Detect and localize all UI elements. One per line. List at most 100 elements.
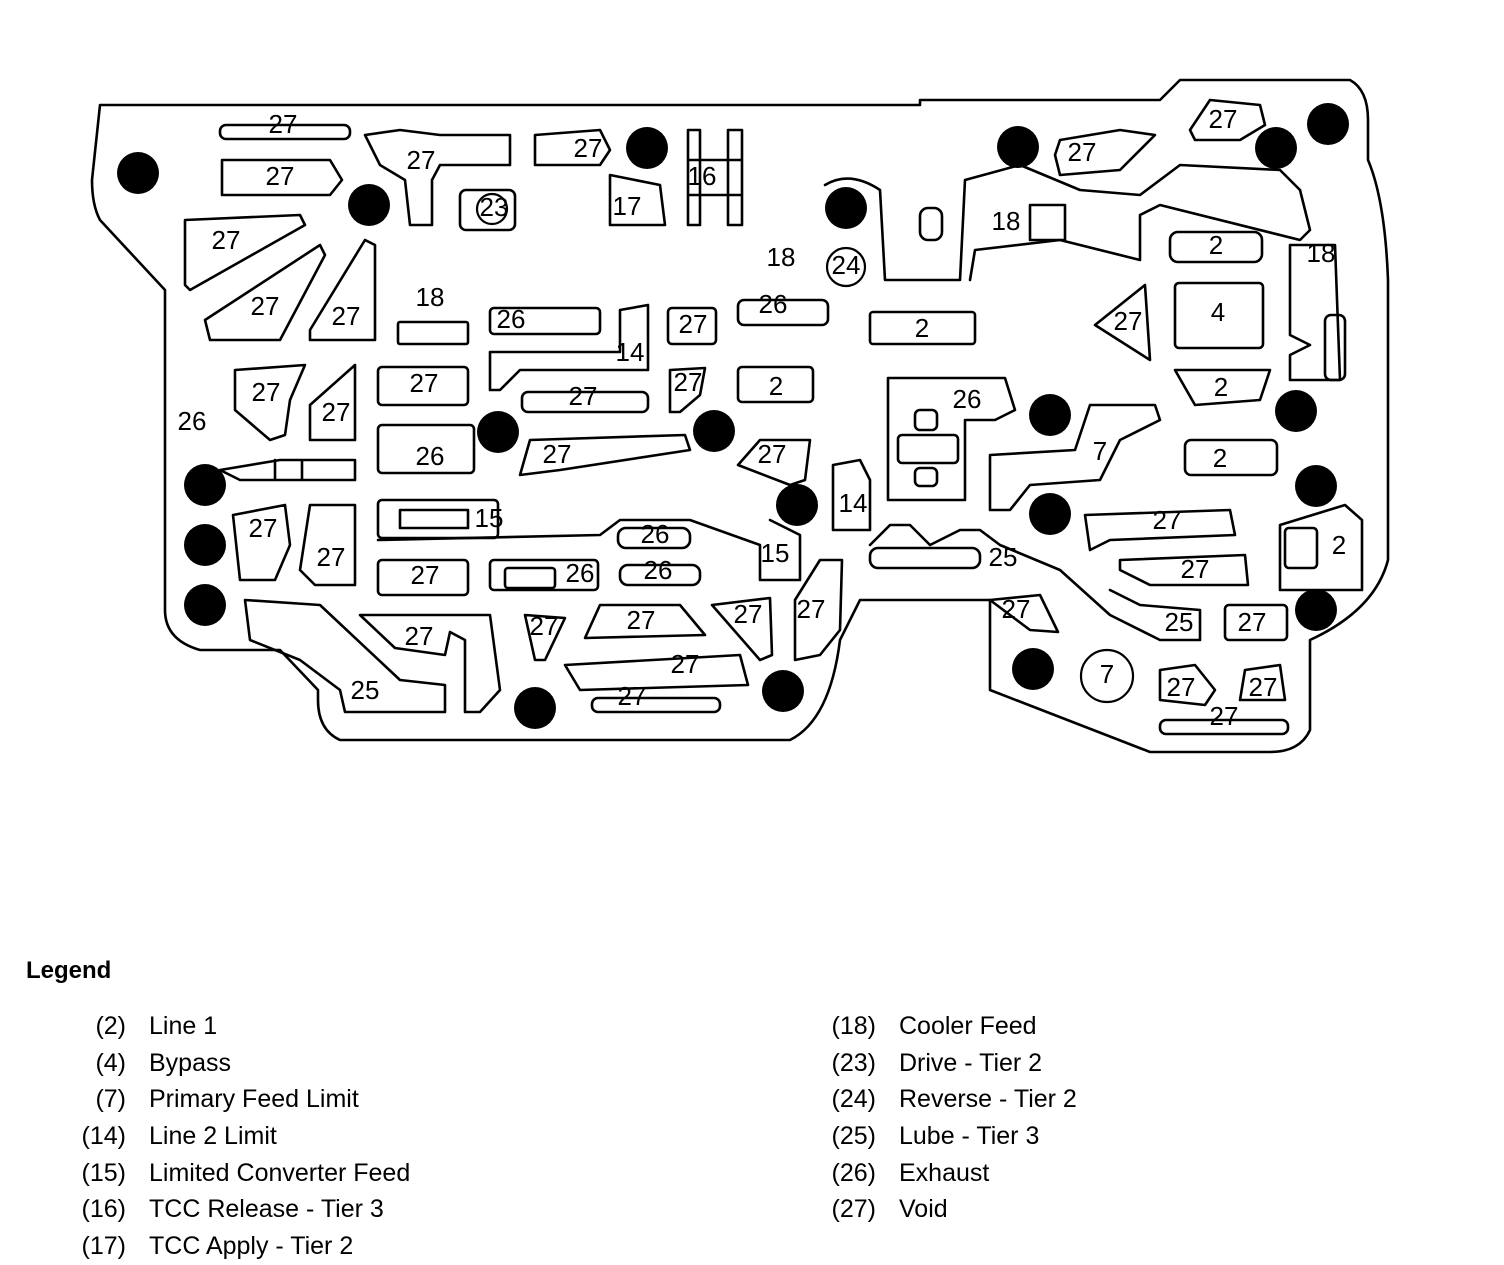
- passage-label: 7: [1100, 659, 1114, 689]
- passage-label: 14: [839, 488, 868, 518]
- passage-label: 27: [671, 649, 700, 679]
- legend-item: (7) Primary Feed Limit: [70, 1081, 410, 1118]
- legend-label: TCC Apply - Tier 2: [149, 1231, 354, 1260]
- legend-code: (17): [81, 1231, 126, 1260]
- legend-code: (7): [95, 1085, 126, 1114]
- passage-label: 27: [574, 133, 603, 163]
- legend-code: (16): [81, 1195, 126, 1224]
- legend-label: Void: [899, 1195, 948, 1224]
- passage-label: 27: [674, 367, 703, 397]
- passage-label: 25: [1165, 607, 1194, 637]
- passage-label: 2: [1213, 443, 1227, 473]
- passage-label: 15: [475, 503, 504, 533]
- passage-label: 2: [1332, 530, 1346, 560]
- passage-label: 27: [317, 542, 346, 572]
- legend-label: Lube - Tier 3: [899, 1121, 1040, 1150]
- legend-left-column: (2) Line 1 (4) Bypass (7) Primary Feed Limi…: [70, 1008, 411, 1265]
- legend-code: (26): [831, 1158, 876, 1187]
- legend-code: (18): [831, 1011, 876, 1040]
- passage-label: 27: [627, 605, 656, 635]
- passage-label: 2: [915, 313, 929, 343]
- passage-label: 27: [1181, 554, 1210, 584]
- passage-label: 27: [407, 145, 436, 175]
- orifice-rings: [475, 192, 1135, 704]
- legend-code: (14): [81, 1121, 126, 1150]
- passage-label: 27: [1068, 137, 1097, 167]
- legend-item: (17) TCC Apply - Tier 2: [70, 1228, 410, 1265]
- legend-item: (14) Line 2 Limit: [70, 1118, 410, 1155]
- passage-label: 26: [566, 558, 595, 588]
- passage-label: 18: [1307, 238, 1336, 268]
- passage-label: 27: [249, 513, 278, 543]
- passage-label: 26: [497, 304, 526, 334]
- legend-code: (4): [95, 1048, 126, 1077]
- legend-label: Bypass: [149, 1048, 231, 1077]
- passage-label: 7: [1093, 436, 1107, 466]
- legend-code: (23): [831, 1048, 876, 1077]
- passage-label: 27: [758, 439, 787, 469]
- passage-label: 27: [1238, 607, 1267, 637]
- passage-label: 27: [332, 301, 361, 331]
- legend-code: (15): [81, 1158, 126, 1187]
- passage-label: 16: [688, 161, 717, 191]
- legend-label: Drive - Tier 2: [899, 1048, 1043, 1077]
- legend-item: (16)TCC Release - Tier 3: [70, 1191, 410, 1228]
- passage-label: 27: [797, 594, 826, 624]
- legend-code: (24): [831, 1085, 876, 1114]
- passage-label: 27: [1114, 306, 1143, 336]
- passage-label: 27: [734, 599, 763, 629]
- legend-code: (2): [95, 1011, 126, 1040]
- passage-label: 18: [992, 206, 1021, 236]
- passage-label: 27: [530, 611, 559, 641]
- passage-label: 26: [416, 441, 445, 471]
- passage-label: 23: [480, 192, 509, 222]
- passage-label: 26: [953, 384, 982, 414]
- legend-label: Cooler Feed: [899, 1011, 1037, 1040]
- bolt-holes: [117, 103, 1349, 729]
- passage-label: 25: [989, 542, 1018, 572]
- legend-item: (27) Void: [820, 1191, 1077, 1228]
- passage-label: 27: [212, 225, 241, 255]
- passage-label: 27: [251, 291, 280, 321]
- legend-item: (25) Lube - Tier 3: [820, 1118, 1077, 1155]
- passage-label: 27: [1210, 701, 1239, 731]
- legend-title: Legend: [26, 957, 112, 984]
- passage-label: 14: [616, 337, 645, 367]
- passage-label: 26: [644, 555, 673, 585]
- legend-code: (25): [831, 1121, 876, 1150]
- passage-label: 27: [266, 161, 295, 191]
- legend-right-column: (18)Cooler Feed (23)Drive - Tier 2 (24)R…: [820, 1008, 1077, 1228]
- passage-label: 25: [351, 675, 380, 705]
- passage-label: 17: [613, 191, 642, 221]
- legend-code: (27): [831, 1195, 876, 1224]
- legend-label: Exhaust: [899, 1158, 990, 1187]
- legend-label: Line 1: [149, 1011, 218, 1040]
- passage-label: 27: [618, 681, 647, 711]
- passage-label: 26: [759, 289, 788, 319]
- passage-label: 27: [569, 381, 598, 411]
- passage-label: 26: [178, 406, 207, 436]
- passage-label: 2: [769, 371, 783, 401]
- passage-label: 27: [405, 621, 434, 651]
- legend-item: (4) Bypass: [70, 1045, 410, 1082]
- passage-label: 24: [832, 250, 861, 280]
- plate-outline: [90, 78, 1390, 754]
- passage-label: 27: [410, 368, 439, 398]
- legend-label: Line 2 Limit: [149, 1121, 277, 1150]
- legend-label: Primary Feed Limit: [149, 1085, 359, 1114]
- passages: [183, 98, 1364, 736]
- passage-label: 27: [1002, 594, 1031, 624]
- passage-label: 15: [761, 538, 790, 568]
- passage-label: 18: [767, 242, 796, 272]
- passage-label: 27: [1249, 672, 1278, 702]
- passage-label: 26: [641, 519, 670, 549]
- passage-label: 27: [252, 377, 281, 407]
- legend-item: (15)Limited Converter Feed: [70, 1155, 411, 1192]
- passage-label: 27: [543, 439, 572, 469]
- passage-label: 27: [322, 397, 351, 427]
- legend-item: (18) Cooler Feed: [820, 1008, 1077, 1045]
- passage-label: 4: [1211, 297, 1225, 327]
- legend-item: (2) Line 1: [70, 1008, 410, 1045]
